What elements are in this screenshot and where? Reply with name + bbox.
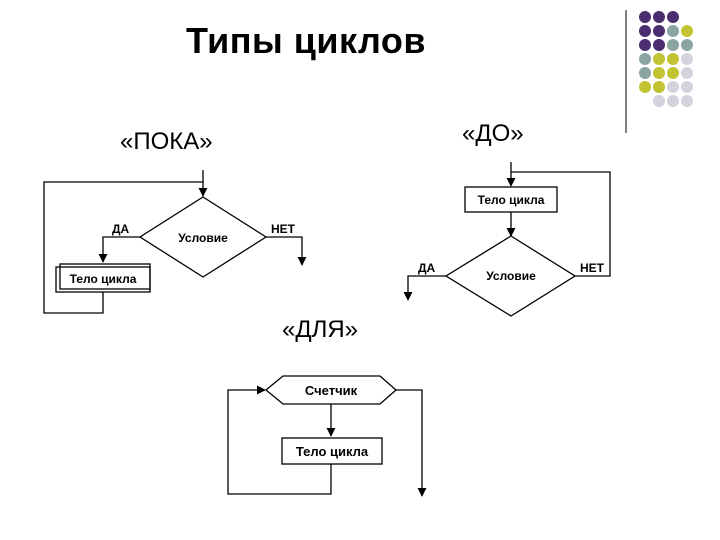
deco-dot — [667, 95, 679, 107]
deco-dot — [667, 25, 679, 37]
do-loop-flowchart: Тело цикла Условие ДА НЕТ — [403, 162, 611, 317]
for-body-box — [281, 437, 383, 465]
section-label-for: «ДЛЯ» — [282, 316, 359, 343]
decorative-dot-grid — [625, 10, 693, 133]
deco-dot — [681, 81, 693, 93]
deco-dot — [653, 11, 665, 23]
section-label-do: «ДО» — [462, 120, 524, 147]
section-label-while: «ПОКА» — [120, 128, 213, 155]
do-no-back-loop — [511, 171, 611, 277]
do-body-label: Тело цикла — [478, 193, 545, 207]
while-condition-label: Условие — [178, 231, 228, 245]
deco-dot — [653, 53, 665, 65]
deco-dot — [653, 95, 665, 107]
deco-dot — [639, 25, 651, 37]
while-yes-label: ДА — [112, 222, 130, 236]
while-loop-flowchart: Условие ДА НЕТ Тело цикла — [43, 170, 307, 314]
deco-dot — [653, 67, 665, 79]
while-yes-line — [98, 236, 140, 263]
while-condition-diamond — [138, 196, 268, 278]
deco-dot — [639, 67, 651, 79]
for-counter-hexagon — [264, 375, 397, 405]
do-condition-diamond — [444, 235, 577, 317]
deco-dot — [639, 81, 651, 93]
deco-dot — [667, 67, 679, 79]
deco-dot — [653, 39, 665, 51]
do-yes-label: ДА — [418, 261, 436, 275]
deco-dot — [681, 39, 693, 51]
while-body-box — [59, 263, 151, 290]
do-body-box — [464, 186, 558, 213]
slide-title: Типы циклов — [186, 20, 426, 61]
for-back-loop — [227, 385, 332, 495]
do-yes-exit — [403, 275, 446, 301]
deco-dot — [667, 39, 679, 51]
while-no-label: НЕТ — [271, 222, 296, 236]
deco-dot — [639, 53, 651, 65]
while-no-line — [266, 236, 307, 266]
deco-dot — [681, 95, 693, 107]
while-back-loop — [43, 181, 203, 314]
for-loop-flowchart: Счетчик Тело цикла — [227, 375, 427, 497]
deco-dot — [667, 81, 679, 93]
deco-dot — [667, 11, 679, 23]
deco-dot — [667, 53, 679, 65]
deco-dot — [681, 53, 693, 65]
deco-dot — [653, 25, 665, 37]
while-body-label: Тело цикла — [70, 272, 137, 286]
deco-dot — [681, 67, 693, 79]
deco-dot — [653, 81, 665, 93]
deco-dot — [639, 39, 651, 51]
for-body-label: Тело цикла — [296, 444, 369, 459]
for-counter-label: Счетчик — [305, 383, 358, 398]
deco-dot — [639, 11, 651, 23]
do-condition-label: Условие — [486, 269, 536, 283]
deco-dot — [681, 25, 693, 37]
do-no-label: НЕТ — [580, 261, 605, 275]
for-exit-line — [396, 389, 427, 497]
